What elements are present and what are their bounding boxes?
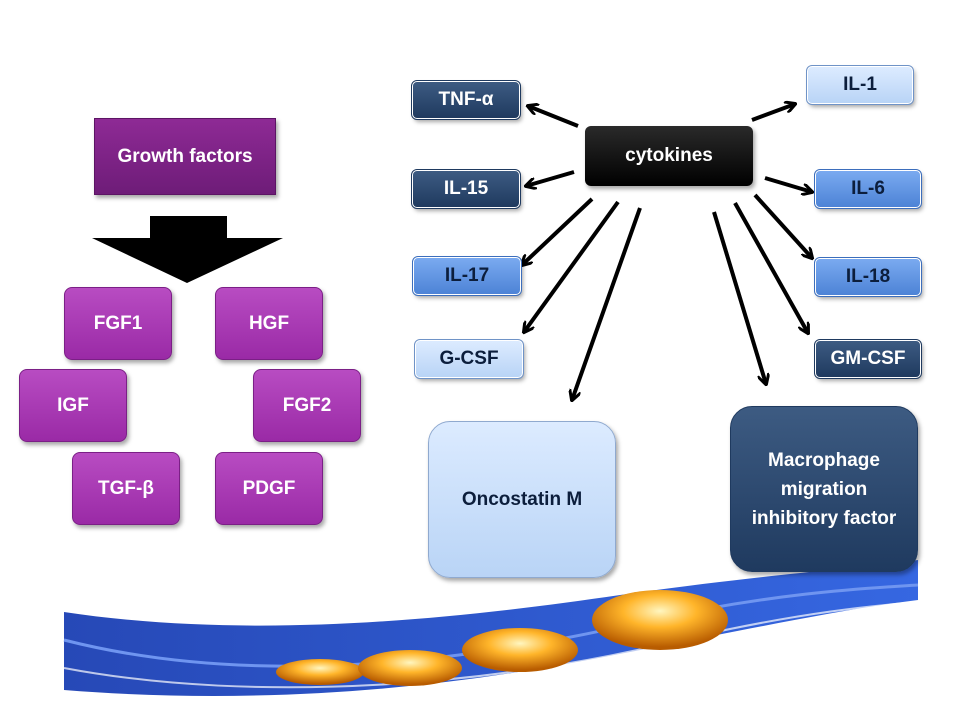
arrow-il1 <box>751 104 795 122</box>
arrow-mif <box>712 211 766 384</box>
growth-factor-fgf1: FGF1 <box>64 287 172 360</box>
arrow-il6 <box>764 176 812 192</box>
growth-factors-header: Growth factors <box>94 118 276 195</box>
cytokine-mif: Macrophage migration inhibitory factor <box>730 406 918 572</box>
cytokine-il-15: IL-15 <box>411 169 521 209</box>
cytokine-tnf-alpha: TNF-α <box>411 80 521 120</box>
arrow-il18 <box>753 193 812 258</box>
cytokines-node: cytokines <box>585 126 753 186</box>
growth-factor-tgf-beta: TGF-β <box>72 452 180 525</box>
arrow-il15 <box>526 170 575 186</box>
arrow-il17 <box>522 197 594 265</box>
arrow-gmcsf <box>733 202 808 333</box>
cytokine-oncostatin-m: Oncostatin M <box>428 421 616 578</box>
cytokine-g-csf: G-CSF <box>414 339 524 379</box>
arrow-oncostatin <box>572 207 642 400</box>
down-arrow <box>92 216 283 283</box>
arrow-tnf <box>528 106 579 128</box>
growth-factor-hgf: HGF <box>215 287 323 360</box>
cytokine-il-6: IL-6 <box>814 169 922 209</box>
cytokine-gm-csf: GM-CSF <box>814 339 922 379</box>
arrow-gcsf <box>524 200 620 332</box>
cytokine-il-17: IL-17 <box>412 256 522 296</box>
cytokine-il-18: IL-18 <box>814 257 922 297</box>
decorative-swoosh <box>63 560 919 696</box>
growth-factor-fgf2: FGF2 <box>253 369 361 442</box>
growth-factor-pdgf: PDGF <box>215 452 323 525</box>
growth-factor-igf: IGF <box>19 369 127 442</box>
cytokine-il-1: IL-1 <box>806 65 914 105</box>
cytokine-arrows <box>522 104 812 400</box>
